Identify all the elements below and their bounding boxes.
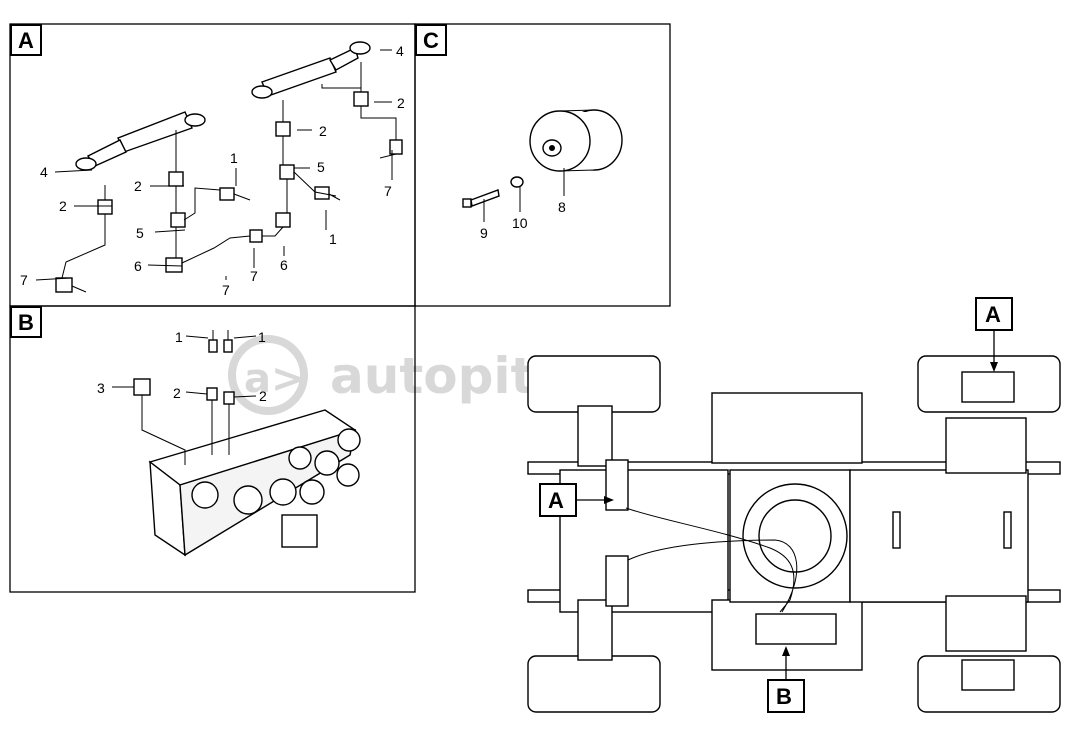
svg-text:B: B [18, 310, 34, 335]
callout-7: 7 [250, 268, 258, 284]
panel-c-drawing [462, 109, 623, 222]
steering-cylinder-lower [75, 111, 206, 171]
panel-a-frame [9, 23, 416, 307]
overview-label-a-left: A [548, 488, 564, 513]
svg-text:A: A [18, 28, 34, 53]
callout-4: 4 [40, 164, 48, 180]
callout-6: 6 [134, 258, 142, 274]
callout-9: 9 [480, 225, 488, 241]
panel-a-drawing [35, 41, 403, 293]
callout-2: 2 [173, 385, 181, 401]
panel-b-callouts: 1 1 3 2 2 [97, 329, 267, 404]
callout-2: 2 [397, 95, 405, 111]
callout-10: 10 [512, 215, 528, 231]
callout-4: 4 [396, 43, 404, 59]
fittings-a [55, 91, 403, 293]
section-a-label: A [10, 24, 42, 56]
callout-2: 2 [319, 123, 327, 139]
panel-c-frame [414, 23, 671, 307]
callout-1: 1 [230, 150, 238, 166]
panel-a-callouts: 4 2 2 1 5 7 4 2 2 5 1 6 6 7 7 7 [20, 43, 405, 298]
bolt [462, 189, 500, 208]
chassis-overview: A A B [527, 297, 1061, 713]
callout-7: 7 [20, 272, 28, 288]
callout-5: 5 [136, 225, 144, 241]
swing-motor [529, 109, 623, 172]
callout-1: 1 [175, 329, 183, 345]
callout-3: 3 [97, 380, 105, 396]
panel-b-frame [9, 305, 416, 593]
callout-8: 8 [558, 199, 566, 215]
svg-text:C: C [423, 28, 439, 53]
control-valve-block [148, 409, 357, 557]
steering-cylinder-upper [251, 41, 371, 99]
callout-7: 7 [222, 282, 230, 298]
valve-solenoids [191, 428, 361, 515]
callout-1: 1 [258, 329, 266, 345]
callout-1: 1 [329, 231, 337, 247]
washer [510, 176, 524, 188]
callout-2: 2 [59, 198, 67, 214]
callout-6: 6 [280, 257, 288, 273]
overview-label-b: B [776, 684, 792, 709]
callout-7: 7 [384, 183, 392, 199]
section-c-label: C [415, 24, 447, 56]
valve-ports [133, 330, 235, 465]
watermark-logo: a> [244, 356, 305, 402]
overview-label-a-top: A [985, 302, 1001, 327]
watermark-logo-icon [228, 335, 308, 415]
wheel-rear-left [527, 655, 661, 713]
panel-c-callouts: 8 9 10 [480, 199, 566, 241]
callout-2: 2 [134, 178, 142, 194]
callout-2: 2 [259, 388, 267, 404]
section-b-label: B [10, 306, 42, 338]
wheel-front-left [527, 355, 661, 413]
callout-5: 5 [317, 159, 325, 175]
panel-b-drawing [112, 330, 361, 557]
